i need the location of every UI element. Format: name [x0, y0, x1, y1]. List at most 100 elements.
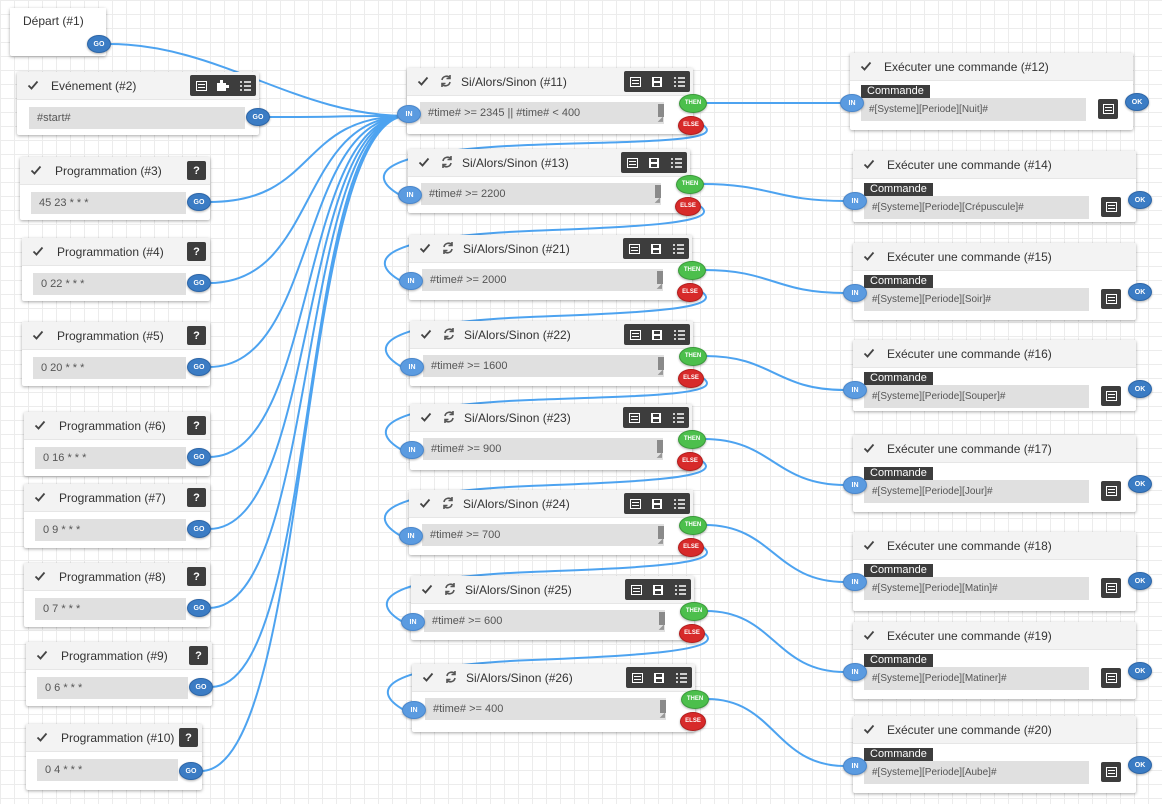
save-icon[interactable] — [646, 493, 668, 514]
help-icon[interactable]: ? — [179, 728, 198, 747]
check-icon[interactable] — [32, 245, 44, 257]
command-list-icon[interactable] — [1101, 289, 1121, 309]
ok-port[interactable]: OK — [1128, 756, 1152, 774]
condition-field[interactable]: #time# >= 400◢ — [425, 698, 666, 720]
comment-icon[interactable] — [625, 579, 647, 600]
condition-field[interactable]: #time# >= 2200◢ — [421, 183, 661, 205]
schedule-block[interactable]: Programmation (#3)?45 23 * * * — [20, 157, 210, 220]
help-icon[interactable]: ? — [187, 326, 206, 345]
help-icon[interactable]: ? — [187, 488, 206, 507]
command-list-icon[interactable] — [1101, 481, 1121, 501]
event-field[interactable]: #start# — [29, 107, 245, 129]
in-port[interactable]: IN — [843, 757, 867, 775]
then-port[interactable]: THEN — [681, 689, 709, 709]
in-port[interactable]: IN — [399, 272, 423, 290]
help-icon[interactable]: ? — [187, 416, 206, 435]
comment-icon[interactable] — [624, 493, 646, 514]
check-icon[interactable] — [36, 731, 48, 743]
cron-field[interactable]: 0 20 * * * — [33, 357, 186, 379]
command-list-icon[interactable] — [1101, 386, 1121, 406]
command-block[interactable]: Exécuter une commande (#14)Commande#[Sys… — [853, 151, 1136, 222]
in-port[interactable]: IN — [397, 105, 421, 123]
condition-field[interactable]: #time# >= 1600◢ — [423, 355, 664, 377]
comment-icon[interactable] — [624, 324, 646, 345]
help-icon[interactable]: ? — [187, 567, 206, 586]
help-icon[interactable]: ? — [187, 161, 206, 180]
in-port[interactable]: IN — [843, 476, 867, 494]
if-block[interactable]: Si/Alors/Sinon (#13)#time# >= 2200◢ — [408, 149, 690, 213]
command-list-icon[interactable] — [1101, 762, 1121, 782]
cron-field[interactable]: 45 23 * * * — [31, 192, 186, 214]
command-field[interactable]: #[Systeme][Periode][Nuit]# — [861, 98, 1086, 121]
save-icon[interactable] — [648, 667, 670, 688]
check-icon[interactable] — [863, 442, 875, 454]
go-port[interactable]: GO — [187, 520, 211, 538]
check-icon[interactable] — [30, 164, 42, 176]
ok-port[interactable]: OK — [1128, 572, 1152, 590]
cron-field[interactable]: 0 9 * * * — [35, 519, 186, 541]
save-icon[interactable] — [646, 71, 668, 92]
cron-field[interactable]: 0 6 * * * — [37, 677, 188, 699]
check-icon[interactable] — [863, 347, 875, 359]
help-icon[interactable]: ? — [189, 646, 208, 665]
condition-field[interactable]: #time# >= 600◢ — [424, 610, 665, 632]
else-port[interactable]: ELSE — [680, 711, 706, 731]
check-icon[interactable] — [863, 158, 875, 170]
resize-handle[interactable]: ◢ — [658, 624, 664, 631]
ok-port[interactable]: OK — [1128, 283, 1152, 301]
if-block[interactable]: Si/Alors/Sinon (#25)#time# >= 600◢ — [411, 576, 694, 640]
then-port[interactable]: THEN — [679, 515, 707, 535]
schedule-block[interactable]: Programmation (#7)?0 9 * * * — [24, 484, 210, 548]
then-port[interactable]: THEN — [680, 601, 708, 621]
in-port[interactable]: IN — [401, 613, 425, 631]
check-icon[interactable] — [860, 60, 872, 72]
in-port[interactable]: IN — [840, 94, 864, 112]
schedule-block[interactable]: Programmation (#9)?0 6 * * * — [26, 642, 212, 706]
resize-handle[interactable]: ◢ — [657, 369, 663, 376]
if-block[interactable]: Si/Alors/Sinon (#26)#time# >= 400◢ — [412, 664, 695, 732]
comment-icon[interactable] — [621, 152, 643, 173]
list-icon[interactable] — [668, 324, 690, 345]
command-list-icon[interactable] — [1101, 578, 1121, 598]
check-icon[interactable] — [863, 250, 875, 262]
else-port[interactable]: ELSE — [677, 282, 703, 302]
else-port[interactable]: ELSE — [678, 537, 704, 557]
cron-field[interactable]: 0 16 * * * — [35, 447, 186, 469]
then-port[interactable]: THEN — [679, 93, 707, 113]
event-block[interactable]: Evénement (#2) #start# — [17, 72, 259, 135]
condition-field[interactable]: #time# >= 2345 || #time# < 400◢ — [420, 102, 664, 124]
ok-port[interactable]: OK — [1128, 380, 1152, 398]
command-field[interactable]: #[Systeme][Periode][Souper]# — [864, 385, 1089, 408]
check-icon[interactable] — [419, 242, 431, 254]
go-port[interactable]: GO — [246, 108, 270, 126]
go-port[interactable]: GO — [187, 599, 211, 617]
check-icon[interactable] — [34, 570, 46, 582]
resize-handle[interactable]: ◢ — [657, 538, 663, 545]
in-port[interactable]: IN — [843, 192, 867, 210]
if-block[interactable]: Si/Alors/Sinon (#24)#time# >= 700◢ — [409, 490, 693, 555]
check-icon[interactable] — [418, 156, 430, 168]
scrollbar[interactable] — [658, 104, 664, 117]
check-icon[interactable] — [422, 671, 434, 683]
save-icon[interactable] — [645, 238, 667, 259]
check-icon[interactable] — [34, 419, 46, 431]
check-icon[interactable] — [27, 79, 39, 91]
check-icon[interactable] — [863, 723, 875, 735]
go-port[interactable]: GO — [187, 448, 211, 466]
comment-icon[interactable] — [624, 71, 646, 92]
command-field[interactable]: #[Systeme][Periode][Matin]# — [864, 577, 1089, 600]
in-port[interactable]: IN — [399, 527, 423, 545]
comment-icon[interactable] — [623, 407, 645, 428]
list-icon[interactable] — [668, 493, 690, 514]
command-block[interactable]: Exécuter une commande (#19)Commande#[Sys… — [853, 622, 1136, 699]
plugin-icon[interactable] — [212, 75, 234, 96]
check-icon[interactable] — [417, 75, 429, 87]
schedule-block[interactable]: Programmation (#4)?0 22 * * * — [22, 238, 210, 301]
check-icon[interactable] — [420, 328, 432, 340]
command-block[interactable]: Exécuter une commande (#20)Commande#[Sys… — [853, 716, 1136, 793]
resize-handle[interactable]: ◢ — [656, 452, 662, 459]
if-block[interactable]: Si/Alors/Sinon (#23)#time# >= 900◢ — [410, 404, 692, 470]
condition-field[interactable]: #time# >= 2000◢ — [422, 269, 663, 291]
check-icon[interactable] — [32, 329, 44, 341]
in-port[interactable]: IN — [843, 573, 867, 591]
